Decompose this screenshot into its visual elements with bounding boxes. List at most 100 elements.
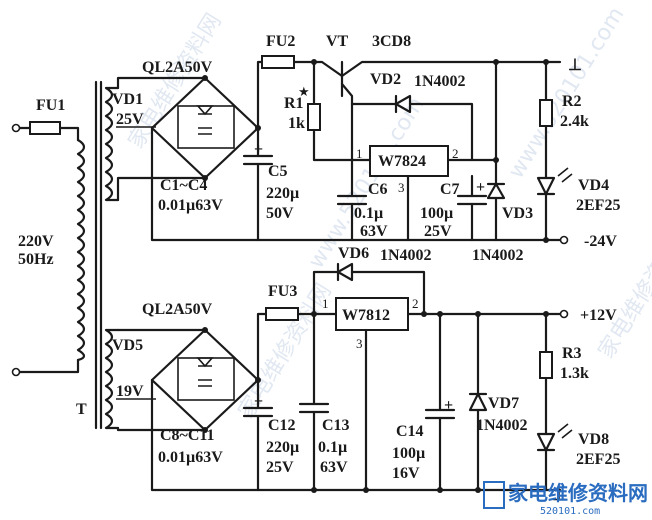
diode-vd3 <box>486 182 506 200</box>
wire <box>116 426 207 432</box>
node <box>493 59 499 65</box>
vd3-label: VD3 <box>502 205 533 222</box>
w7824-pin2: 2 <box>452 146 459 161</box>
ground-symbol: ⊥ <box>552 487 566 504</box>
wire <box>116 176 207 202</box>
terminal-bottom <box>11 367 21 377</box>
r2-value: 2.4k <box>560 113 589 130</box>
vd3-part: 1N4002 <box>472 247 524 264</box>
c13-voltage: 63V <box>320 459 348 476</box>
bridge2-label: QL2A50V <box>142 301 213 318</box>
fu1-label: FU1 <box>36 97 65 114</box>
fuse-fu3 <box>265 307 299 321</box>
vd6-label: VD6 <box>338 245 369 262</box>
c7-label: C7 <box>440 181 460 198</box>
capacitor-c13 <box>298 402 330 414</box>
led-vd8 <box>536 432 556 452</box>
bridge1-label: QL2A50V <box>142 59 213 76</box>
r2-label: R2 <box>562 93 582 110</box>
vd1-voltage: 25V <box>116 111 144 128</box>
c5-label: C5 <box>268 163 288 180</box>
c14-capacitance: 100µ <box>392 445 425 462</box>
node <box>202 75 208 81</box>
wire <box>256 312 268 382</box>
wire <box>256 60 264 130</box>
led-rays-icon <box>557 423 573 439</box>
r1-label: R1 <box>284 95 304 112</box>
plus-sign: + <box>254 141 263 158</box>
capacitor-c7 <box>456 194 488 206</box>
vd5-label: VD5 <box>112 337 143 354</box>
wire <box>116 76 207 90</box>
resistor-r3 <box>539 351 553 379</box>
wire <box>408 102 474 162</box>
plus-sign: + <box>254 393 263 410</box>
vd4-part: 2EF25 <box>576 197 620 214</box>
c5-capacitance: 220µ <box>266 185 299 202</box>
r3-label: R3 <box>562 345 582 362</box>
logo-url: 520101.com <box>540 506 600 517</box>
capacitor-icon <box>198 127 212 135</box>
wire <box>292 60 344 78</box>
terminal-top <box>11 123 21 133</box>
upper-secondary: VD1 25V QL2A50V C1~C4 0.01µ63V FU2 VT 3C… <box>104 33 620 264</box>
node <box>475 487 481 493</box>
vt-part: 3CD8 <box>372 33 411 50</box>
resistor-r2 <box>539 99 553 127</box>
c8c11-label: C8~C11 <box>160 427 215 444</box>
c8c11-value: 0.01µ63V <box>158 449 223 466</box>
site-logo: 家电维修资料网 520101.com <box>483 481 648 517</box>
node <box>255 377 261 383</box>
vd8-part: 2EF25 <box>576 451 620 468</box>
led-vd4 <box>536 176 556 196</box>
c6-label: C6 <box>368 181 388 198</box>
ground-symbol: ⊥ <box>568 57 582 74</box>
c13-capacitance: 0.1µ <box>318 439 347 456</box>
w7824-pin1: 1 <box>356 146 363 161</box>
mains-input: FU1 220V 50Hz T <box>11 97 87 418</box>
node <box>543 311 549 317</box>
fu3-label: FU3 <box>268 283 297 300</box>
wire <box>58 126 80 142</box>
c12-capacitance: 220µ <box>266 439 299 456</box>
c14-voltage: 16V <box>392 465 420 482</box>
diode-icon <box>196 357 214 368</box>
lower-secondary: VD5 19V QL2A50V C8~C11 0.01µ63V FU3 VD6 … <box>104 245 620 504</box>
wire <box>312 270 340 316</box>
plus-sign: + <box>476 179 485 196</box>
mains-voltage: 220V <box>18 233 54 250</box>
node <box>255 125 261 131</box>
output-minus24-label: -24V <box>584 233 617 250</box>
c7-voltage: 25V <box>424 223 452 240</box>
node <box>202 427 208 433</box>
watermark-text: 家电维修资料网 <box>124 9 227 153</box>
c13-label: C13 <box>322 417 350 434</box>
logo-text: 家电维修资料网 <box>508 481 648 505</box>
regulator-w7824 <box>369 145 449 177</box>
vd6-part: 1N4002 <box>380 247 432 264</box>
capacitor-icon <box>198 379 212 387</box>
w7812-pin2: 2 <box>412 296 419 311</box>
node <box>437 311 443 317</box>
logo-mark-icon <box>483 481 505 509</box>
output-terminal-minus24 <box>559 235 569 245</box>
node <box>543 237 549 243</box>
vd2-part: 1N4002 <box>414 73 466 90</box>
wire <box>150 378 562 492</box>
w7812-pin1: 1 <box>322 296 329 311</box>
wire <box>150 126 562 242</box>
plus-sign: + <box>444 397 453 414</box>
w7824-pin3: 3 <box>398 180 405 195</box>
wire <box>350 270 426 316</box>
node <box>202 175 208 181</box>
c1c4-label: C1~C4 <box>160 177 207 194</box>
c6-capacitance: 0.1µ <box>354 205 383 222</box>
diode-vd7 <box>468 392 488 412</box>
fuse-fu1 <box>29 121 61 135</box>
c12-voltage: 25V <box>266 459 294 476</box>
c14-label: C14 <box>396 423 424 440</box>
node <box>437 487 443 493</box>
node <box>421 311 427 317</box>
output-terminal-plus12 <box>559 309 569 319</box>
fu2-label: FU2 <box>266 33 295 50</box>
